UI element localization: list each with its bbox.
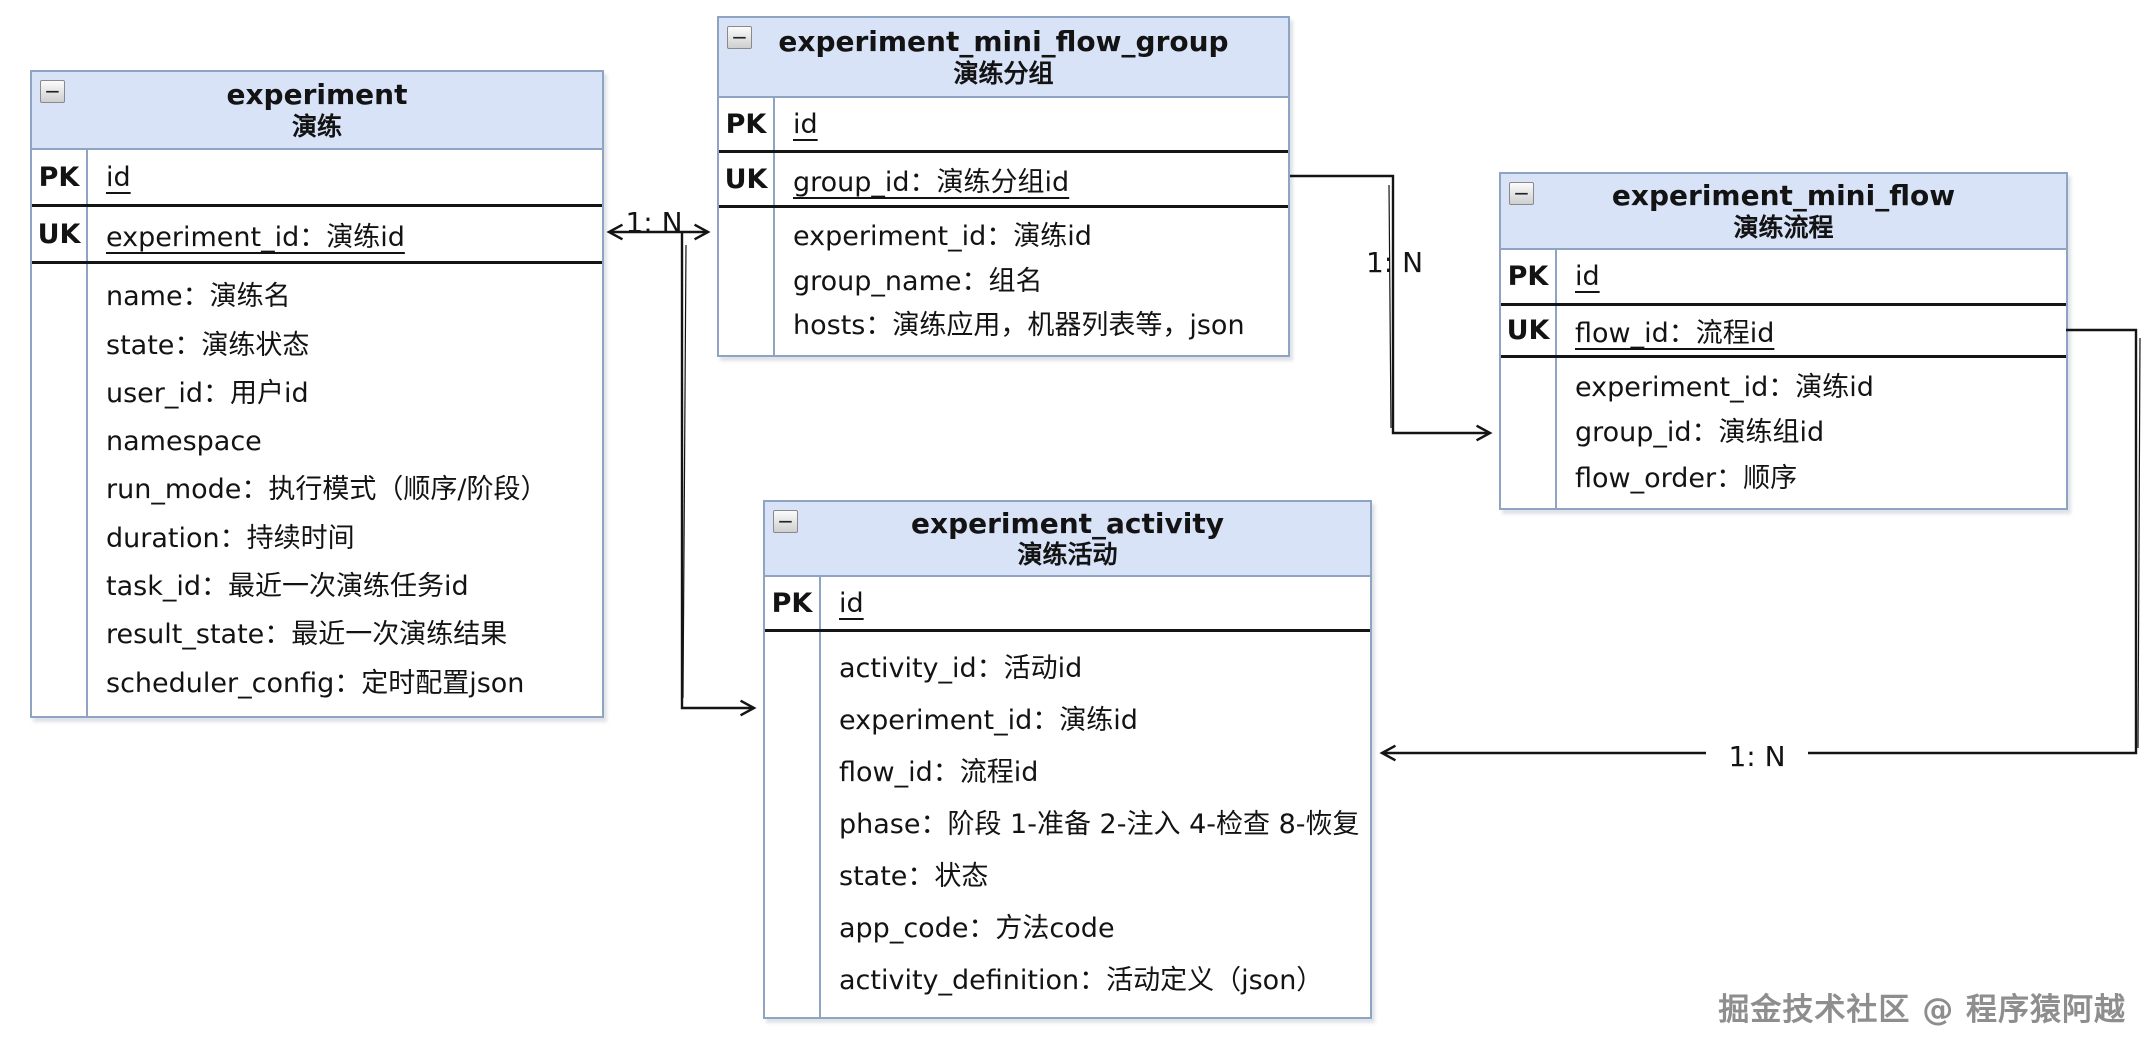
attribute: activity_definition：活动定义（json） [839, 964, 1324, 996]
connector-sketch-stroke [2137, 337, 2141, 749]
uk-tag: UK [32, 207, 88, 261]
attribute: flow_order：顺序 [1575, 462, 1798, 494]
attribute: result_state：最近一次演练结果 [106, 619, 508, 651]
key-column-gutter [765, 632, 821, 1017]
watermark: 掘金技术社区 @ 程序猿阿越 [1718, 992, 2126, 1028]
attribute: run_mode：执行模式（顺序/阶段） [106, 474, 548, 506]
collapse-icon[interactable]: − [1509, 182, 1534, 205]
pk-field: id [1575, 261, 1600, 292]
entity-name: experiment_activity [911, 506, 1224, 540]
uk-row: UK group_id：演练分组id [719, 153, 1288, 208]
entity-table-experiment-mini-flow: − experiment_mini_flow 演练流程 PK id UK flo… [1499, 172, 2068, 510]
entity-name-cn: 演练分组 [953, 58, 1054, 88]
attributes-section: activity_id：活动id experiment_id：演练id flow… [765, 632, 1370, 1017]
relationship-label: 1: N [1365, 246, 1424, 279]
entity-header: − experiment 演练 [32, 72, 602, 150]
connector-sketch-stroke [1388, 184, 1392, 429]
attribute: user_id：用户id [106, 377, 309, 409]
attribute: activity_id：活动id [839, 652, 1083, 684]
pk-row: PK id [32, 150, 602, 207]
attribute: experiment_id：演练id [1575, 372, 1874, 404]
attribute: app_code：方法code [839, 912, 1115, 944]
attribute: state：状态 [839, 860, 989, 892]
attributes-section: name：演练名 state：演练状态 user_id：用户id namespa… [32, 264, 602, 716]
attribute: phase：阶段 1-准备 2-注入 4-检查 8-恢复 [839, 808, 1360, 840]
connector-sketch-stroke [682, 244, 687, 699]
uk-field: flow_id：流程id [1575, 318, 1775, 349]
uk-tag: UK [719, 153, 775, 205]
pk-tag: PK [765, 577, 821, 629]
uk-tag: UK [1501, 306, 1557, 355]
entity-name: experiment [226, 78, 408, 112]
pk-tag: PK [32, 150, 88, 204]
pk-row: PK id [719, 98, 1288, 153]
key-column-gutter [32, 264, 88, 716]
pk-row: PK id [765, 577, 1370, 632]
uk-field: experiment_id：演练id [106, 221, 405, 253]
attributes-section: experiment_id：演练id group_id：演练组id flow_o… [1501, 358, 2066, 508]
attribute: group_id：演练组id [1575, 417, 1825, 449]
relationship-label: 1: N [1706, 740, 1808, 774]
uk-row: UK flow_id：流程id [1501, 306, 2066, 358]
pk-field: id [839, 587, 864, 619]
attribute: namespace [106, 426, 262, 458]
attribute: state：演练状态 [106, 329, 310, 361]
attribute: flow_id：流程id [839, 756, 1039, 788]
attribute: task_id：最近一次演练任务id [106, 571, 469, 603]
attributes-section: experiment_id：演练id group_name：组名 hosts：演… [719, 208, 1288, 355]
entity-header: − experiment_mini_flow 演练流程 [1501, 174, 2066, 250]
attribute: hosts：演练应用，机器列表等，json [793, 310, 1245, 342]
pk-field: id [793, 108, 818, 140]
attribute: group_name：组名 [793, 265, 1043, 297]
attribute: name：演练名 [106, 281, 291, 313]
key-column-gutter [1501, 358, 1557, 508]
uk-field: group_id：演练分组id [793, 166, 1070, 198]
entity-table-experiment-mini-flow-group: − experiment_mini_flow_group 演练分组 PK id … [717, 16, 1290, 357]
attribute: duration：持续时间 [106, 522, 355, 554]
key-column-gutter [719, 208, 775, 355]
collapse-icon[interactable]: − [727, 26, 752, 49]
attribute: scheduler_config：定时配置json [106, 667, 525, 699]
entity-header: − experiment_mini_flow_group 演练分组 [719, 18, 1288, 98]
connector-group-to-flow [1290, 174, 1493, 442]
entity-table-experiment: − experiment 演练 PK id UK experiment_id：演… [30, 70, 604, 718]
pk-tag: PK [719, 98, 775, 150]
entity-name-cn: 演练 [291, 111, 342, 141]
entity-name-cn: 演练流程 [1733, 212, 1834, 242]
entity-table-experiment-activity: − experiment_activity 演练活动 PK id activit… [763, 500, 1372, 1019]
pk-row: PK id [1501, 250, 2066, 306]
relationship-label: 1: N [625, 206, 683, 239]
entity-header: − experiment_activity 演练活动 [765, 502, 1370, 577]
attribute: experiment_id：演练id [839, 704, 1138, 736]
attribute: experiment_id：演练id [793, 221, 1092, 253]
entity-name: experiment_mini_flow [1611, 179, 1956, 213]
uk-row: UK experiment_id：演练id [32, 207, 602, 264]
entity-name: experiment_mini_flow_group [778, 25, 1229, 59]
collapse-icon[interactable]: − [40, 80, 65, 103]
collapse-icon[interactable]: − [773, 510, 798, 533]
pk-tag: PK [1501, 250, 1557, 303]
pk-field: id [106, 161, 131, 193]
entity-name-cn: 演练活动 [1017, 540, 1118, 570]
